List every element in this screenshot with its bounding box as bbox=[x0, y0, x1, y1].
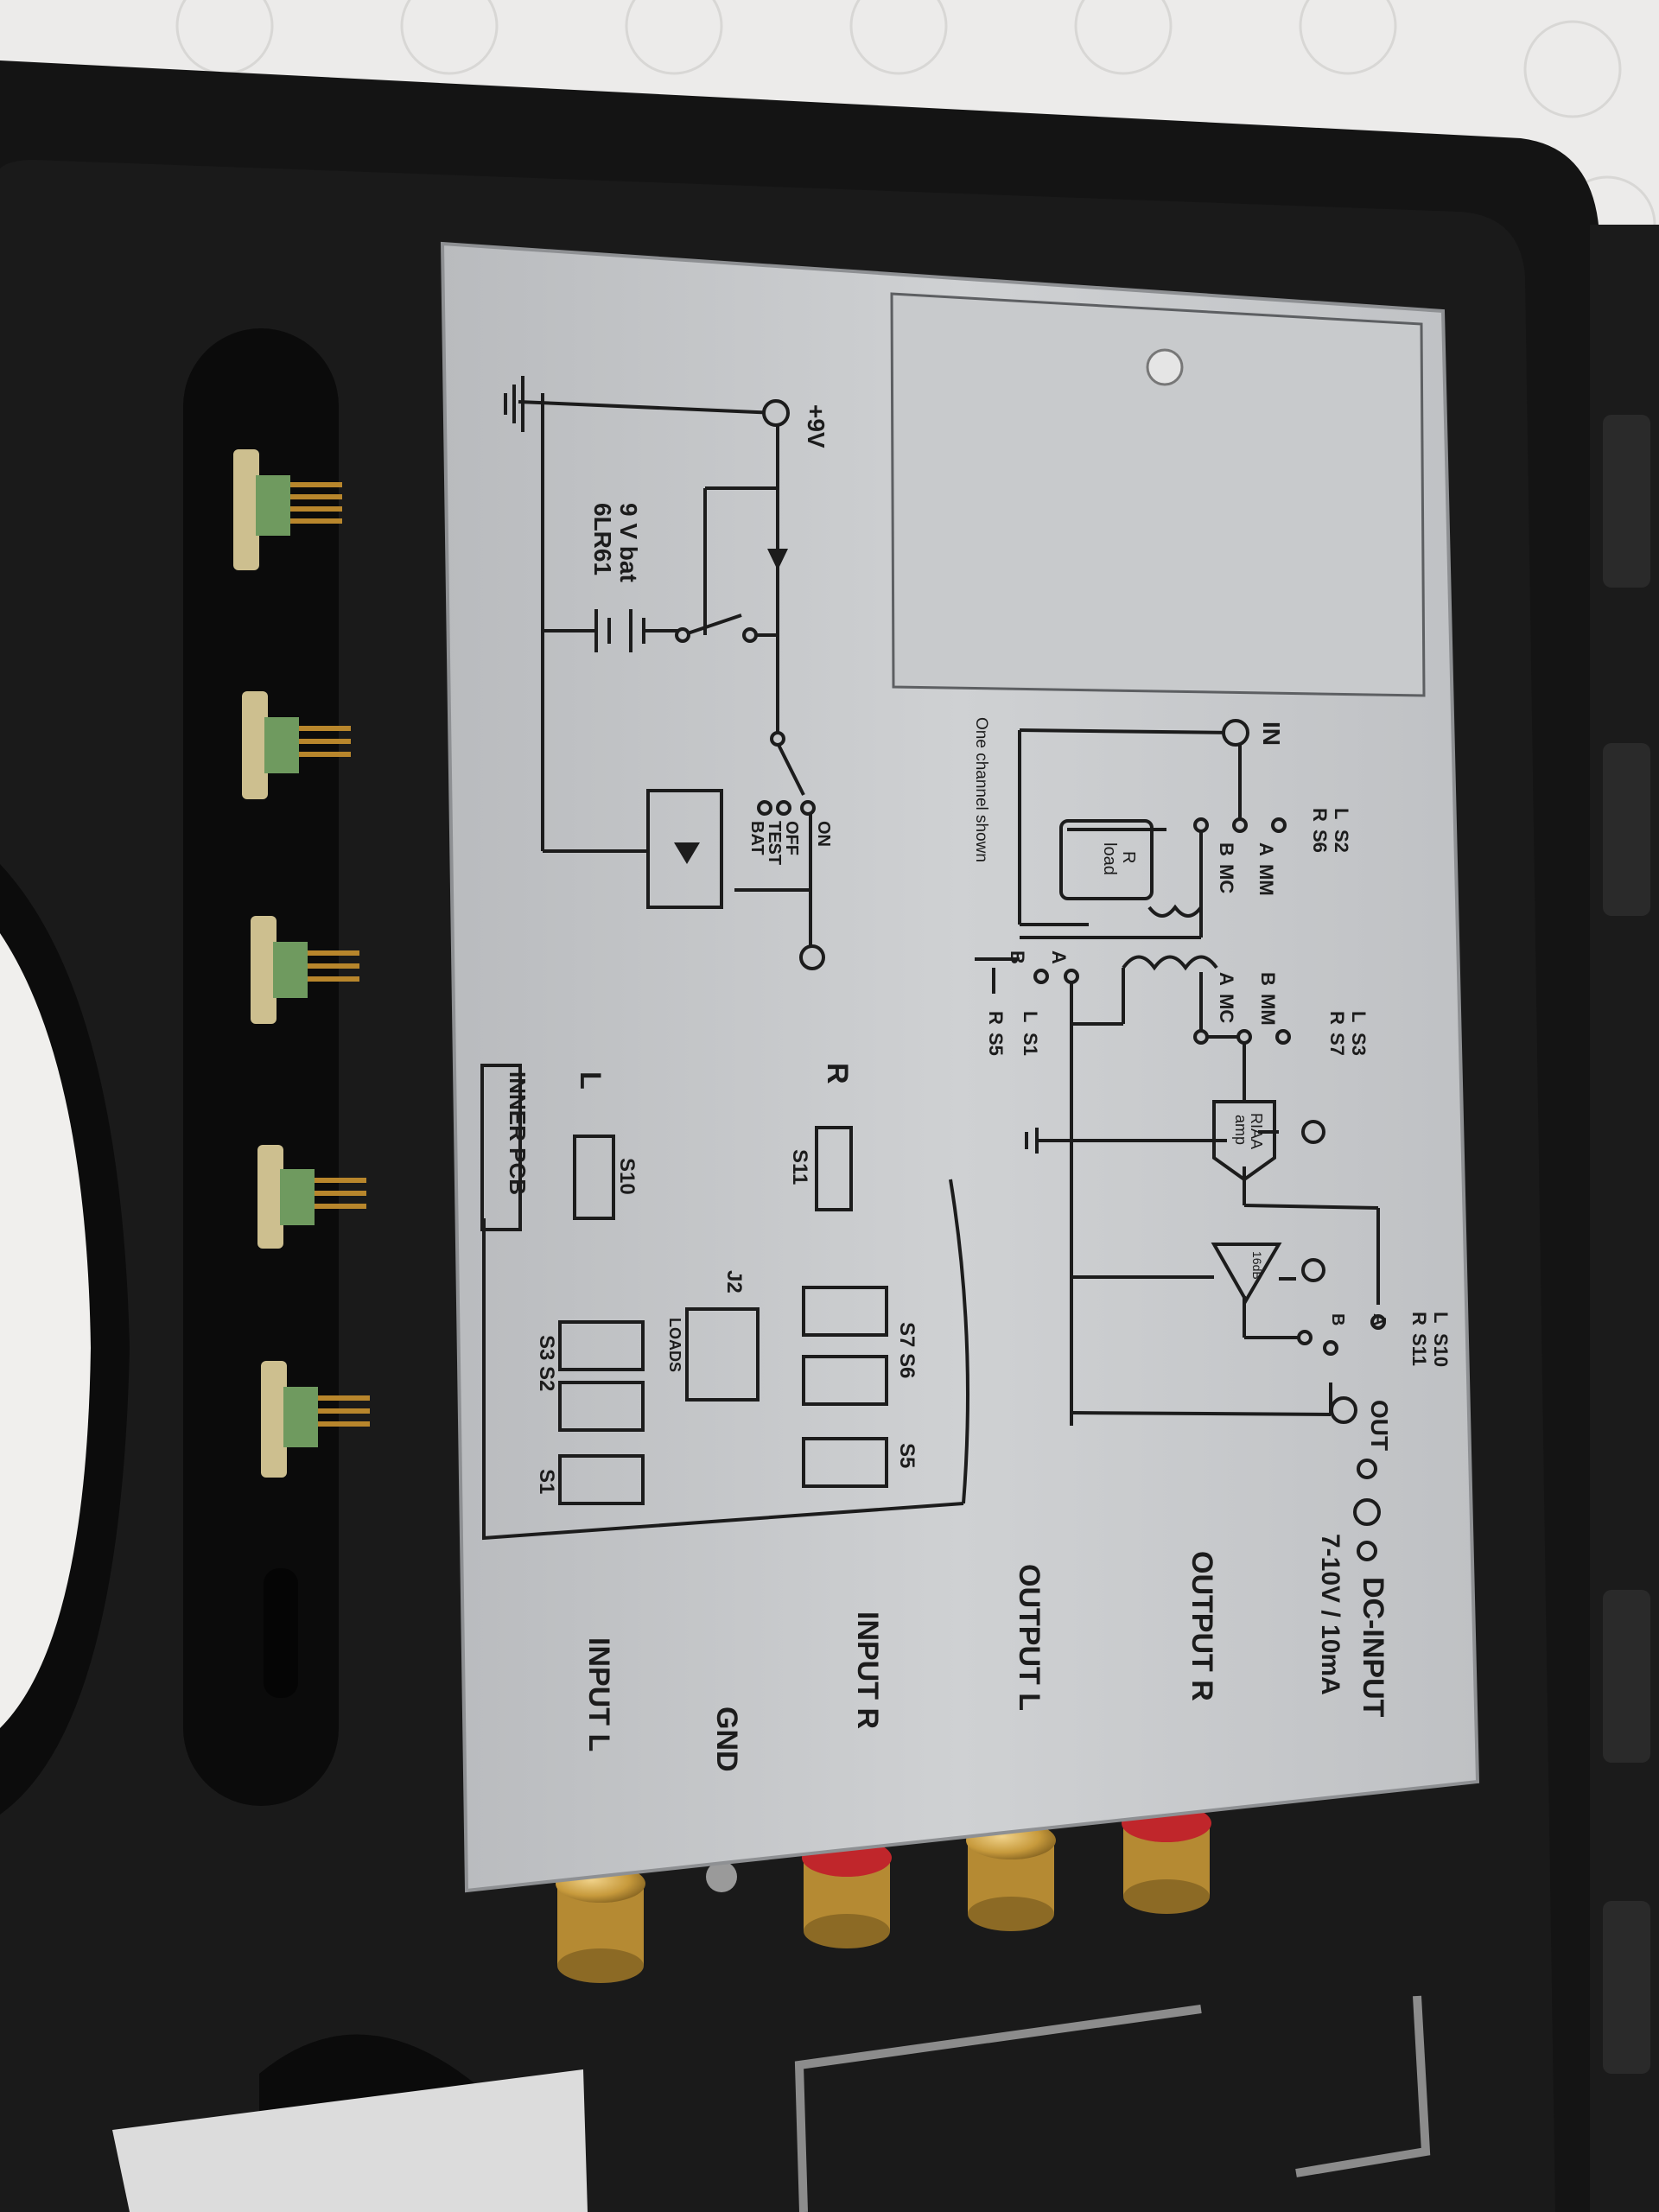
label-s6-r: R bbox=[1309, 808, 1331, 822]
label-battery-1: 9 V bat bbox=[615, 503, 642, 582]
label-sw-on: ON bbox=[814, 821, 833, 847]
label-s2-l: L bbox=[1331, 808, 1352, 819]
pcb-s5: S5 bbox=[895, 1443, 918, 1468]
label-plus9v: +9V bbox=[803, 404, 830, 448]
label-mc-bottom-a: A bbox=[1216, 972, 1237, 986]
gnd-post bbox=[706, 1861, 737, 1892]
channel-terminals bbox=[1033, 719, 1386, 1424]
label-output-l: OUTPUT L bbox=[1013, 1564, 1046, 1711]
label-s7-r: R bbox=[1326, 1011, 1348, 1025]
label-sw-test: TEST bbox=[765, 821, 784, 865]
label-mc-top: MC bbox=[1216, 864, 1237, 893]
cartridge-pins bbox=[233, 449, 370, 1478]
power-schematic bbox=[504, 376, 812, 959]
label-battery-2: 6LR61 bbox=[589, 503, 616, 575]
inner-pcb-title-box bbox=[480, 1064, 522, 1231]
pin-connector bbox=[261, 1361, 370, 1478]
label-input-l: INPUT L bbox=[582, 1637, 615, 1751]
metal-card bbox=[112, 2069, 588, 2212]
pcb-s1: S1 bbox=[535, 1469, 558, 1494]
dc-jack-symbol bbox=[1353, 1459, 1381, 1561]
pcb-text: INNER PCB R L S11 S10 J2 LOADS S7 S6 S5 … bbox=[505, 1063, 918, 1494]
battery-cover bbox=[890, 292, 1426, 697]
label-s2: S2 bbox=[1331, 830, 1352, 853]
label-gain-b: B bbox=[1328, 1313, 1347, 1325]
label-mc-bottom: MC bbox=[1216, 994, 1237, 1023]
rca-input-r bbox=[802, 1839, 892, 1948]
label-s5: S5 bbox=[985, 1033, 1007, 1056]
pcb-j2: J2 bbox=[722, 1270, 746, 1294]
pcb-s7s6: S7 S6 bbox=[895, 1322, 918, 1378]
label-input-r: INPUT R bbox=[851, 1611, 884, 1729]
label-mm-top: MM bbox=[1255, 864, 1277, 896]
label-rload-1: R bbox=[1119, 851, 1138, 863]
inductor-coil bbox=[1122, 955, 1218, 971]
rca-output-r bbox=[1122, 1804, 1211, 1914]
channel-schematic bbox=[975, 728, 1380, 1426]
pin-slot bbox=[183, 328, 339, 1806]
label-s1: S1 bbox=[1020, 1033, 1041, 1056]
pin-connector bbox=[251, 916, 359, 1024]
pcb-ch-r: R bbox=[821, 1063, 854, 1084]
label-s1-l: L bbox=[1020, 1011, 1041, 1022]
inner-pcb-diagram bbox=[482, 1126, 969, 1541]
pin-connector bbox=[242, 691, 351, 799]
label-s11: S11 bbox=[1408, 1333, 1430, 1366]
pcb-ch-l: L bbox=[574, 1071, 607, 1090]
hex-key bbox=[794, 1995, 1431, 2212]
panel-labels: DC-INPUT 7-10V / 10mA OUTPUT R OUTPUT L … bbox=[582, 1534, 1389, 1772]
label-mm-bottom-b: B bbox=[1257, 972, 1279, 986]
label-riaa-2: amp bbox=[1232, 1115, 1249, 1145]
inductor-coil-2 bbox=[1147, 904, 1203, 918]
label-output-r: OUTPUT R bbox=[1185, 1551, 1218, 1701]
label-s10: S10 bbox=[1430, 1333, 1452, 1367]
label-one-channel: One channel shown bbox=[972, 717, 990, 862]
label-s10-l: L bbox=[1430, 1312, 1452, 1323]
round-accessory bbox=[0, 864, 130, 1815]
pcb-loads: LOADS bbox=[666, 1318, 683, 1372]
label-dc-spec: 7-10V / 10mA bbox=[1316, 1534, 1344, 1695]
label-in: IN bbox=[1258, 721, 1285, 746]
rca-input-l bbox=[556, 1865, 645, 1983]
schematic-text: +9V 9 V bat 6LR61 ON OFF TEST BAT IN One… bbox=[589, 404, 1452, 1451]
cover-screw bbox=[1146, 348, 1184, 386]
label-rload-2: load bbox=[1100, 842, 1119, 875]
rca-output-l bbox=[966, 1821, 1056, 1931]
label-sw-off: OFF bbox=[782, 821, 801, 855]
diode-symbol bbox=[767, 549, 788, 570]
pcb-s10: S10 bbox=[615, 1158, 639, 1195]
pcb-s3s2: S3 S2 bbox=[535, 1335, 558, 1391]
label-mm-top-a: A bbox=[1255, 842, 1277, 856]
label-ground-b: B bbox=[1007, 950, 1028, 964]
label-gain-a: A bbox=[1370, 1313, 1389, 1325]
table-pattern bbox=[175, 0, 1656, 274]
label-dc-input: DC-INPUT bbox=[1357, 1577, 1389, 1718]
label-out: OUT bbox=[1366, 1400, 1393, 1451]
label-s6: S6 bbox=[1309, 830, 1331, 853]
terminals bbox=[675, 399, 825, 970]
label-riaa-1: RIAA bbox=[1248, 1113, 1265, 1149]
label-gnd: GND bbox=[710, 1707, 743, 1772]
led-symbol bbox=[674, 842, 700, 864]
pcb-s11: S11 bbox=[788, 1149, 811, 1185]
label-s11-r: R bbox=[1408, 1312, 1430, 1325]
label-s5-r: R bbox=[985, 1011, 1007, 1025]
slot-notch bbox=[264, 1568, 298, 1698]
label-gain: 16dB bbox=[1250, 1251, 1264, 1280]
label-s3: S3 bbox=[1348, 1033, 1370, 1056]
label-ground-a: A bbox=[1048, 950, 1070, 964]
label-mc-top-b: B bbox=[1216, 842, 1237, 856]
label-sw-bat: BAT bbox=[747, 821, 766, 855]
label-mm-bottom: MM bbox=[1257, 994, 1279, 1026]
label-s7: S7 bbox=[1326, 1033, 1348, 1056]
gain-amp-symbol bbox=[1211, 1243, 1282, 1305]
riaa-amp-symbol bbox=[1212, 1100, 1276, 1182]
hinge-knuckles bbox=[1603, 415, 1650, 2074]
pin-connector bbox=[257, 1145, 366, 1249]
pcb-title: INNER PCB bbox=[505, 1071, 531, 1195]
label-s3-l: L bbox=[1348, 1011, 1370, 1022]
pin-connector bbox=[233, 449, 342, 570]
